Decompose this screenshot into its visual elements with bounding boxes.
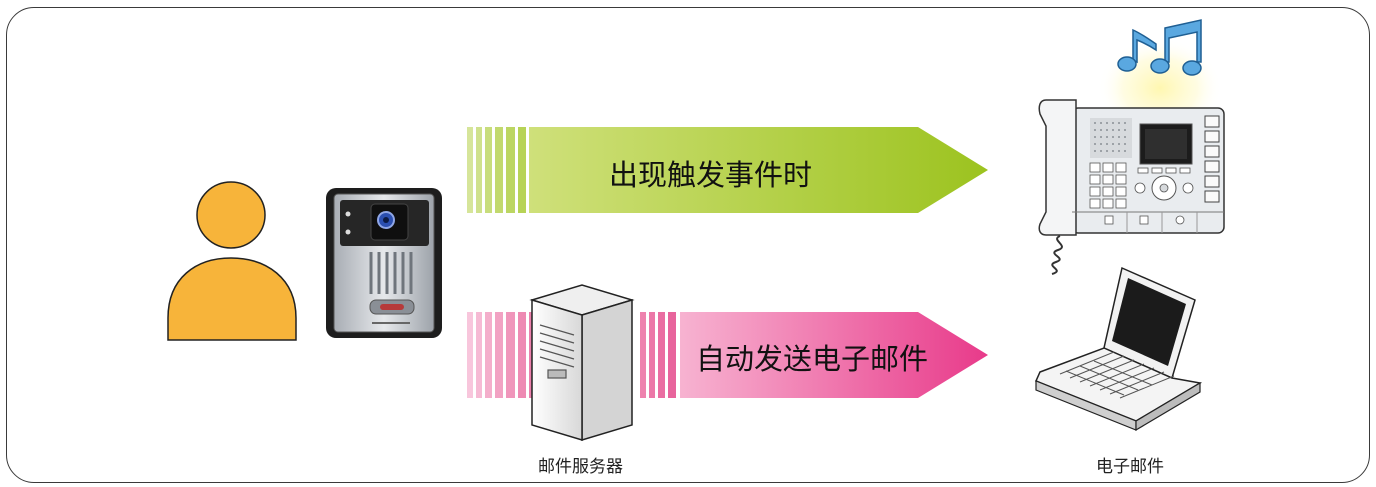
diagram-frame xyxy=(6,7,1370,483)
trigger-arrow xyxy=(467,127,988,213)
mail-server-caption: 邮件服务器 xyxy=(538,457,623,477)
trigger-arrow-label: 出现触发事件时 xyxy=(609,158,813,192)
mail-server-icon xyxy=(529,284,635,442)
email-arrow-label: 自动发送电子邮件 xyxy=(696,342,929,376)
person-icon xyxy=(167,181,297,341)
door-station-icon xyxy=(326,188,442,338)
laptop-icon xyxy=(1034,266,1203,432)
email-caption: 电子邮件 xyxy=(1096,457,1164,477)
master-station-icon xyxy=(1038,99,1225,275)
